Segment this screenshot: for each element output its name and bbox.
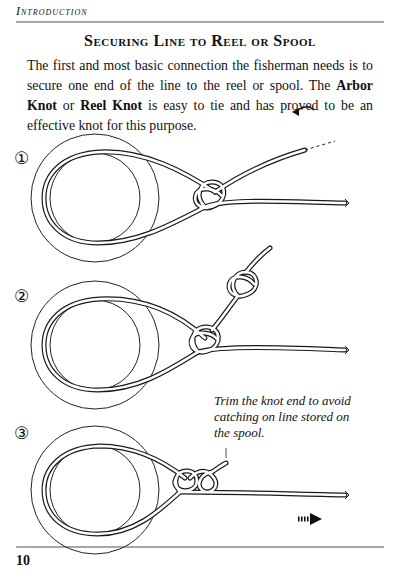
pull-arrow <box>298 513 322 525</box>
callout-number: ② <box>14 286 29 306</box>
spool-figure-2 <box>31 248 349 409</box>
footer-rule <box>16 547 384 548</box>
running-header: Introduction <box>16 4 88 19</box>
header-rule <box>16 22 384 23</box>
body-text: The first and most basic connection the … <box>27 58 373 93</box>
body-text: is easy to tie and has proved to be an e… <box>27 98 373 133</box>
page-title: Securing Line to Reel or Spool <box>0 32 400 50</box>
callout-number: ① <box>14 148 29 168</box>
knot-name: Reel Knot <box>80 98 142 113</box>
callout-number: ③ <box>14 423 29 443</box>
spool-figure-1 <box>31 134 349 262</box>
spool-figure-3 <box>31 426 349 554</box>
body-paragraph: The first and most basic connection the … <box>27 56 373 136</box>
body-text: or <box>63 98 75 113</box>
page-number: 10 <box>16 553 30 569</box>
annotation-note: Trim the knot end to avoid catching on l… <box>214 393 364 441</box>
